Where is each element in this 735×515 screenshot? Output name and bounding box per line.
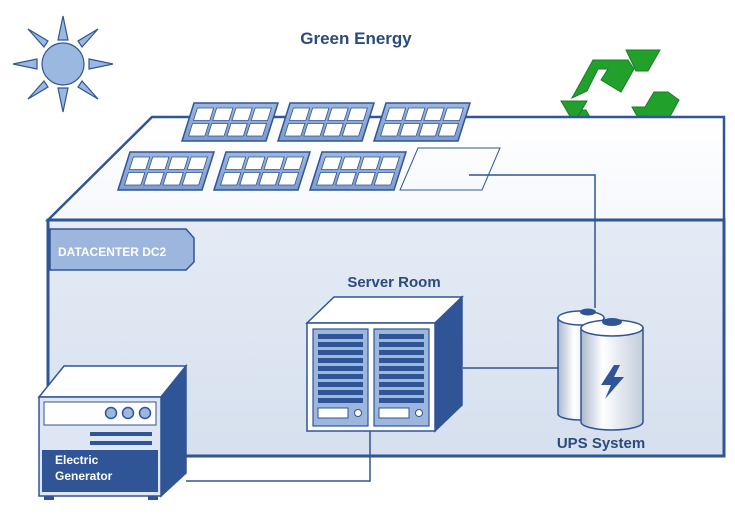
datacenter-tag: DATACENTER DC2	[49, 228, 195, 271]
server-slot	[318, 398, 363, 403]
solar-panel	[276, 102, 376, 142]
server-slot	[379, 390, 424, 395]
server-vent	[317, 407, 349, 419]
generator-to-server-cable	[186, 430, 371, 482]
server-slot	[318, 350, 363, 355]
server-slot	[379, 334, 424, 339]
generator-label-line1: Electric	[55, 453, 99, 467]
server-slot	[379, 398, 424, 403]
solar-panel-outline	[399, 147, 501, 191]
datacenter-label: DATACENTER DC2	[58, 245, 167, 259]
server-slot	[318, 390, 363, 395]
server-rack-icon	[305, 295, 464, 433]
server-slot	[379, 382, 424, 387]
solar-panel	[180, 102, 280, 142]
ups-label: UPS System	[557, 435, 645, 452]
panel-to-ups-cable	[469, 174, 596, 308]
solar-panel	[372, 102, 472, 142]
server-slot	[318, 342, 363, 347]
server-power-led	[415, 409, 423, 417]
solar-panel	[212, 151, 312, 191]
sun-icon	[12, 15, 114, 113]
diagram-title: Green Energy	[300, 29, 412, 48]
server-slot	[318, 358, 363, 363]
server-power-led	[354, 409, 362, 417]
solar-panel	[116, 151, 216, 191]
server-slot	[379, 350, 424, 355]
server-slot	[318, 334, 363, 339]
server-room-label: Server Room	[347, 274, 440, 291]
server-slot	[318, 366, 363, 371]
server-slot	[379, 358, 424, 363]
server-slot	[318, 374, 363, 379]
server-slot	[379, 366, 424, 371]
server-slot	[379, 342, 424, 347]
solar-panel-icon	[116, 102, 501, 191]
generator-label-line2: Generator	[55, 469, 113, 483]
server-vent	[378, 407, 410, 419]
battery-icon	[557, 308, 644, 431]
lightning-icon	[601, 365, 624, 399]
generator-icon	[37, 363, 188, 500]
solar-panel	[308, 151, 408, 191]
server-slot	[379, 374, 424, 379]
server-slot	[318, 382, 363, 387]
